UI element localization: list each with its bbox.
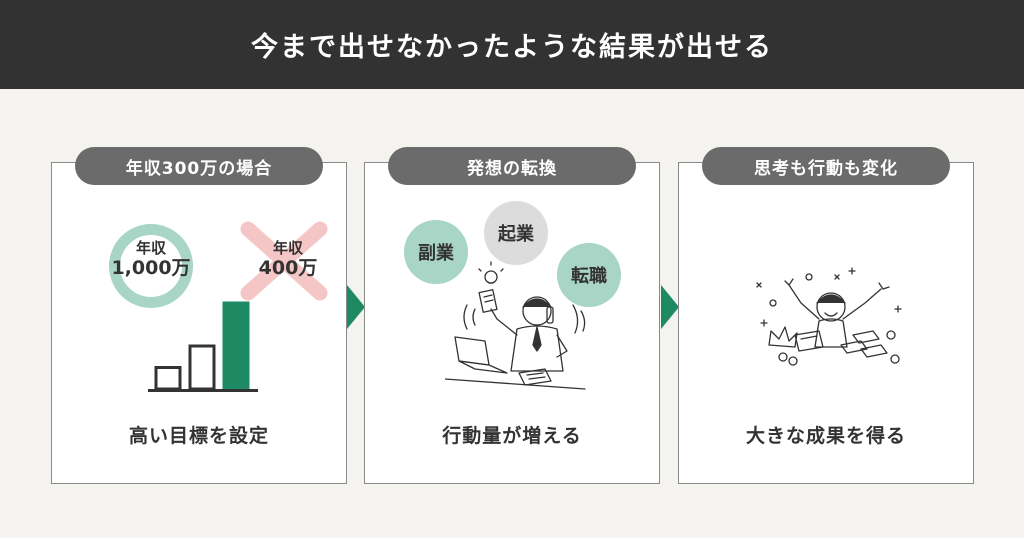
income-target-line1: 年収 — [135, 239, 166, 257]
chart-bar — [188, 344, 216, 391]
flow-arrow-icon — [347, 285, 365, 329]
cross-mark-icon — [240, 221, 328, 301]
bubble-side-job: 副業 — [404, 220, 468, 284]
pill-mind-action-change: 思考も行動も変化 — [702, 147, 950, 185]
panel-mindset-shift: 副業 起業 転職 — [364, 162, 660, 484]
rejected-income-label: 年収 400万 — [240, 239, 336, 280]
page-title: 今まで出せなかったような結果が出せる — [251, 32, 773, 63]
income-target-line2: 1,000万 — [111, 257, 191, 279]
panel-big-results: 大きな成果を得る — [678, 162, 974, 484]
panel2-caption: 行動量が増える — [442, 425, 582, 447]
income-target-label: 年収 1,000万 — [100, 239, 202, 280]
bubble-startup: 起業 — [484, 201, 548, 265]
growth-bar-chart — [148, 301, 258, 392]
page-header: 今まで出せなかったような結果が出せる — [0, 0, 1024, 89]
flow-arrow-icon — [661, 285, 679, 329]
rejected-income-line1: 年収 — [272, 239, 303, 257]
panel1-caption: 高い目標を設定 — [128, 425, 269, 447]
busy-worker-illustration — [445, 261, 586, 390]
panel3-caption: 大きな成果を得る — [745, 425, 906, 447]
celebrating-person-illustration — [756, 267, 902, 366]
panel-target-setting: 年収 1,000万 年収 400万 高い目標を設定 — [51, 162, 347, 484]
bubble-job-change: 転職 — [557, 243, 621, 307]
pill-idea-shift: 発想の転換 — [388, 147, 636, 185]
rejected-income-line2: 400万 — [258, 257, 318, 279]
chart-bar — [154, 366, 182, 391]
chart-bar — [222, 301, 250, 391]
pill-income-300: 年収300万の場合 — [75, 147, 323, 185]
income-target-ring — [109, 224, 193, 308]
